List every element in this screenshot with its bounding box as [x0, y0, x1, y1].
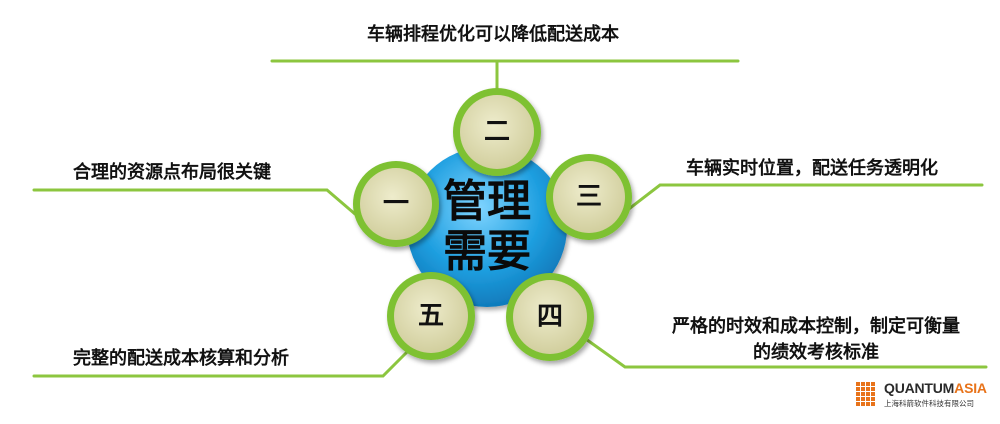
- petal-five-label: 五: [417, 301, 444, 331]
- petal-four-label: 四: [536, 302, 563, 332]
- petal-five: [387, 272, 475, 360]
- logo-brand-part1: QUANTUM: [884, 380, 955, 396]
- center-circle: [407, 147, 567, 307]
- center-title-line2: 需要: [443, 226, 531, 277]
- label-five: 完整的配送成本核算和分析: [73, 348, 289, 369]
- connector-three: [619, 183, 984, 217]
- connector-one: [32, 188, 357, 216]
- connector-four: [581, 335, 988, 369]
- connector-five: [32, 350, 409, 378]
- label-four: 严格的时效和成本控制，制定可衡量 的绩效考核标准: [656, 314, 976, 366]
- petal-four: [506, 273, 594, 361]
- petal-three-label: 三: [575, 182, 602, 212]
- connector-lines: [32, 59, 988, 378]
- label-two: 车辆排程优化可以降低配送成本: [367, 24, 619, 45]
- petal-one: [353, 161, 439, 247]
- label-four-line2: 的绩效考核标准: [753, 342, 879, 363]
- label-three: 车辆实时位置，配送任务透明化: [686, 158, 938, 179]
- logo-subtitle: 上海科箭软件科技有限公司: [884, 399, 974, 408]
- petal-three: [546, 154, 632, 240]
- petal-two: [453, 88, 541, 176]
- petal-one-label: 一: [382, 189, 409, 219]
- petal-two-label: 二: [483, 117, 510, 147]
- center-title-line1: 管理: [443, 176, 531, 227]
- label-one: 合理的资源点布局很关键: [73, 162, 271, 183]
- company-logo: QUANTUMASIA 上海科箭软件科技有限公司: [856, 380, 996, 414]
- logo-brand: QUANTUMASIA: [884, 380, 987, 396]
- logo-mark-icon: [856, 382, 875, 406]
- logo-brand-part2: ASIA: [954, 380, 987, 396]
- label-four-line1: 严格的时效和成本控制，制定可衡量: [672, 316, 960, 337]
